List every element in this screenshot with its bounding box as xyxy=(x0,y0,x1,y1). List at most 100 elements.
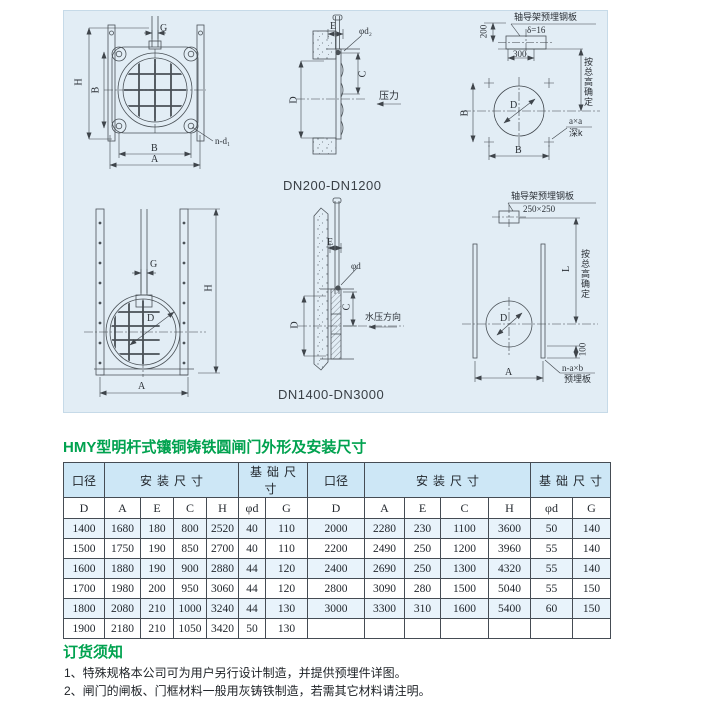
table-cell: 130 xyxy=(265,618,308,639)
table-col-header: C xyxy=(173,497,207,519)
table-group-header: 基础尺寸 xyxy=(238,462,308,498)
plate-size-label: 250×250 xyxy=(523,204,556,214)
dim-label-d: D xyxy=(147,313,155,324)
caption-dn200-dn1200: DN200-DN1200 xyxy=(283,178,382,193)
dim-label-a: A xyxy=(505,367,513,378)
table-cell: 180 xyxy=(140,518,174,539)
embedded-plate-label: 预埋板 xyxy=(564,374,592,384)
table-cell: 110 xyxy=(265,538,308,559)
table-col-header: H xyxy=(206,497,239,519)
table-cell: 1100 xyxy=(440,518,489,539)
dim-label-h: H xyxy=(73,78,85,86)
table-cell: 5040 xyxy=(488,578,531,599)
table-cell: 50 xyxy=(238,618,266,639)
table-cell: 140 xyxy=(572,518,611,539)
table-cell: 55 xyxy=(530,578,573,599)
table-cell: 1980 xyxy=(104,578,141,599)
table-cell: 230 xyxy=(404,518,441,539)
table-cell: 3300 xyxy=(364,598,405,619)
table-group-header: 基础尺寸 xyxy=(530,462,611,498)
table-cell: 150 xyxy=(572,578,611,599)
table-group-header: 安装尺寸 xyxy=(364,462,531,498)
table-cell xyxy=(307,618,365,639)
anchor-hole-depth: 深k xyxy=(569,128,583,138)
table-cell: 190 xyxy=(140,558,174,579)
table-cell: 950 xyxy=(173,578,207,599)
dim-label-e: E xyxy=(327,237,334,248)
dim-label-100: 100 xyxy=(577,342,588,357)
dim-label-b-bottom: B xyxy=(151,143,158,154)
table-col-header: H xyxy=(488,497,531,519)
dim-label-c: C xyxy=(357,70,369,78)
table-cell: 250 xyxy=(404,558,441,579)
table-cell: 2690 xyxy=(364,558,405,579)
table-col-header: φd xyxy=(238,497,266,519)
bolt-dia-label: φd xyxy=(351,261,361,271)
dim-label-300: 300 xyxy=(513,49,527,59)
table-cell xyxy=(440,618,489,639)
table-cell: 44 xyxy=(238,598,266,619)
table-cell: 55 xyxy=(530,558,573,579)
table-cell: 55 xyxy=(530,538,573,559)
dim-label-b-left: B xyxy=(90,86,102,94)
table-cell: 2800 xyxy=(307,578,365,599)
table-cell: 2000 xyxy=(307,518,365,539)
note-item: 2、闸门的闸板、门框材料一般用灰铸铁制造，若需其它材料请注明。 xyxy=(64,684,431,698)
page-title: HMY型明杆式镶铜铸铁圆闸门外形及安装尺寸 xyxy=(63,439,367,456)
table-cell: 850 xyxy=(173,538,207,559)
table-cell: 2700 xyxy=(206,538,239,559)
table-cell: 250 xyxy=(404,538,441,559)
height-note: 按总高确定 xyxy=(583,57,593,107)
table-cell: 1500 xyxy=(440,578,489,599)
table-cell: 210 xyxy=(140,618,174,639)
table-cell xyxy=(364,618,405,639)
table-cell: 2080 xyxy=(104,598,141,619)
anchor-hole-size: a×a xyxy=(569,116,583,126)
table-cell: 800 xyxy=(173,518,207,539)
dim-label-c: C xyxy=(341,303,353,311)
table-cell: 200 xyxy=(140,578,174,599)
table-col-header: G xyxy=(572,497,611,519)
table-cell: 1900 xyxy=(63,618,105,639)
dim-label-e: E xyxy=(330,21,337,32)
table-cell: 60 xyxy=(530,598,573,619)
table-cell: 1300 xyxy=(440,558,489,579)
table-cell: 50 xyxy=(530,518,573,539)
table-cell: 2490 xyxy=(364,538,405,559)
plate-thickness-label: δ=16 xyxy=(527,25,546,35)
dim-label-d: D xyxy=(288,96,300,104)
table-cell: 40 xyxy=(238,538,266,559)
table-cell: 210 xyxy=(140,598,174,619)
dim-label-d: D xyxy=(500,313,508,324)
table-cell: 190 xyxy=(140,538,174,559)
table-col-header: A xyxy=(104,497,141,519)
dim-label-200: 200 xyxy=(478,24,489,39)
height-note: 按总高确定 xyxy=(580,249,590,299)
table-cell: 2180 xyxy=(104,618,141,639)
table-cell: 1750 xyxy=(104,538,141,559)
table-cell: 120 xyxy=(265,558,308,579)
bolt-count-label: n-d₁ xyxy=(215,136,231,146)
dim-label-g: G xyxy=(160,23,168,34)
table-cell: 1600 xyxy=(63,558,105,579)
table-cell xyxy=(404,618,441,639)
table-cell: 140 xyxy=(572,558,611,579)
table-cell: 2200 xyxy=(307,538,365,559)
table-cell: 44 xyxy=(238,578,266,599)
table-cell: 1500 xyxy=(63,538,105,559)
notes-title: 订货须知 xyxy=(63,644,124,661)
table-cell: 3090 xyxy=(364,578,405,599)
table-cell: 3060 xyxy=(206,578,239,599)
table-cell: 1050 xyxy=(173,618,207,639)
table-cell: 5400 xyxy=(488,598,531,619)
dim-label-d: D xyxy=(510,100,518,111)
dim-label-b-left: B xyxy=(459,109,471,117)
dim-label-a: A xyxy=(138,381,146,392)
dim-label-a: A xyxy=(151,154,159,165)
table-col-header: G xyxy=(265,497,308,519)
table-cell: 2880 xyxy=(206,558,239,579)
